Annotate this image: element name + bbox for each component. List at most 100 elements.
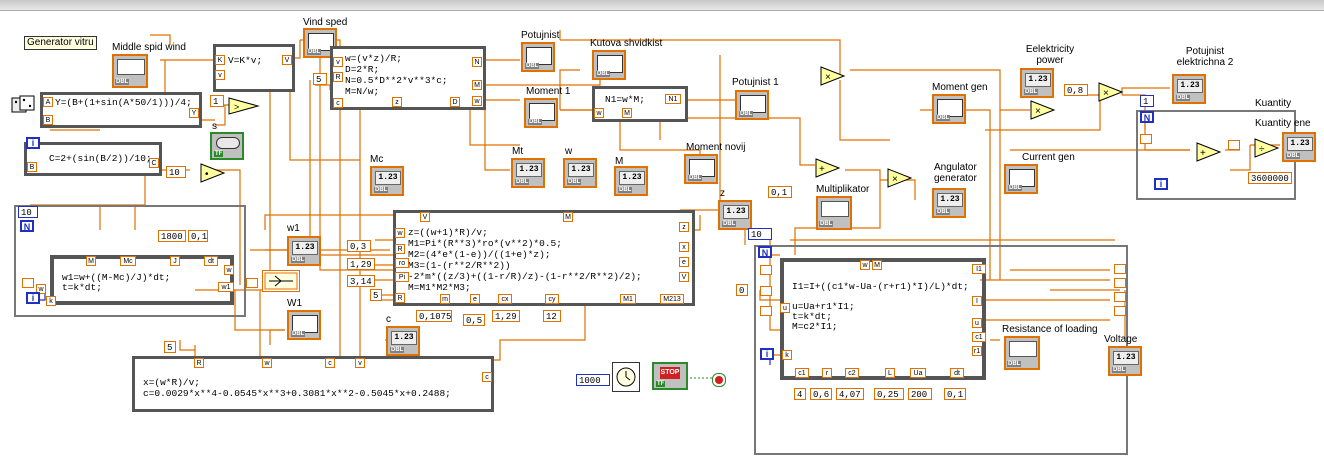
const-J[interactable]: 1800 <box>158 230 186 242</box>
formula-node-wvz[interactable]: w=(v*z)/R; D=2*R; N=0.5*D**2*v**3*c; M=N… <box>330 46 486 110</box>
shift-register-gen-r4 <box>1114 306 1126 316</box>
middle-spid-wind-slider[interactable]: DBL <box>112 54 148 88</box>
const-wait[interactable]: 1000 <box>576 374 610 386</box>
terminal-R-2: R <box>395 244 405 254</box>
formula-i1: I1=I+((c1*w-Ua-(r+r1)*I)/L)*dt; u=Ua+r1*… <box>792 281 969 332</box>
select-icon <box>262 270 300 292</box>
terminal-c1-bottom: c1 <box>795 368 809 378</box>
svg-text:×: × <box>825 72 831 83</box>
const-hours[interactable]: 3600000 <box>1248 172 1292 184</box>
terminal-w: w <box>224 265 234 275</box>
mt-label: Mt <box>512 146 524 157</box>
const-ten-a[interactable]: 10 <box>166 166 186 178</box>
terminal-v-3: v <box>355 358 365 368</box>
terminal-Mc: Mc <box>120 256 136 266</box>
svg-text:>: > <box>234 102 239 112</box>
const-v1[interactable]: 0,3 <box>347 240 371 252</box>
formula-node-z[interactable]: z=((w+1)*R)/v; M1=Pi*(R**3)*ro*(v**2)*0.… <box>393 210 695 306</box>
terminal-I1: I1 <box>972 264 986 274</box>
const-zero[interactable]: 0 <box>736 284 748 296</box>
divide-icon: ÷ <box>1254 138 1280 158</box>
const-Ua[interactable]: 200 <box>908 388 932 400</box>
z-label: z <box>720 188 725 199</box>
terminal-w1: w1 <box>218 282 234 292</box>
terminal-M: M <box>472 80 482 90</box>
const-one[interactable]: 1 <box>210 95 224 107</box>
c-label: c <box>386 314 391 325</box>
const-c1[interactable]: 4 <box>794 388 806 400</box>
multiply-icon-3: × <box>887 168 913 188</box>
generator-vitru-tag: Generator vitru <box>24 36 97 50</box>
const-zero-eight[interactable]: 0,8 <box>1064 84 1088 96</box>
const-five-a[interactable]: 5 <box>313 73 327 85</box>
formula-node-c2[interactable]: C=2+(sin(B/2))/10; <box>24 142 162 176</box>
formula-node-vkv[interactable]: V=K*v; <box>213 44 295 92</box>
const-five-c[interactable]: 5 <box>164 341 176 353</box>
terminal-u-in: u <box>780 303 790 313</box>
voltage-label: Voltage <box>1104 334 1138 345</box>
moment1-label: Moment 1 <box>526 86 571 97</box>
const-v6[interactable]: 12 <box>543 310 561 322</box>
svg-text:+: + <box>1200 148 1206 159</box>
const-dt2[interactable]: 0,1 <box>944 388 966 400</box>
wait-timer-icon <box>612 362 640 392</box>
terminal-J: J <box>170 256 180 266</box>
const-r[interactable]: 0,6 <box>810 388 832 400</box>
const-v4[interactable]: 0,5 <box>463 314 485 326</box>
const-v3[interactable]: 3,14 <box>347 275 375 287</box>
const-m[interactable]: 0,1075 <box>416 310 452 322</box>
terminal-K: K <box>215 55 225 65</box>
const-v2[interactable]: 1,29 <box>347 258 375 270</box>
terminal-R-4: R <box>194 358 204 368</box>
terminal-w-left: w <box>36 284 46 294</box>
const-five-b[interactable]: 5 <box>370 289 382 301</box>
shift-register-gen-r2 <box>1114 278 1126 288</box>
terminal-r1: r1 <box>972 346 982 356</box>
terminal-c-2: c <box>325 358 335 368</box>
shift-register-right <box>246 278 258 288</box>
terminal-m: m <box>440 294 450 304</box>
multiplikator-label: Multiplikator <box>816 184 870 195</box>
terminal-k-2: k <box>782 350 792 360</box>
terminal-c: c <box>333 98 343 108</box>
formula-node-x[interactable]: x=(w*R)/v; c=0.0029*x**4-0.0545*x**3+0.3… <box>132 356 494 412</box>
const-ten-c[interactable]: 10 <box>748 228 772 240</box>
angulator-generator-label: Angulator generator <box>934 162 977 184</box>
resistance-of-loading-slider[interactable]: DBL <box>1004 336 1040 370</box>
formula-node-y[interactable]: Y=(B+(1+sin(A*50/1)))/4; <box>40 92 202 128</box>
shift-register-gen-3 <box>760 306 772 316</box>
stop-button[interactable]: STOP TF <box>652 362 688 390</box>
terminal-dt-2: dt <box>950 368 964 378</box>
const-L[interactable]: 0,25 <box>874 388 904 400</box>
terminal-r: r <box>822 368 832 378</box>
const-loop-count-1[interactable]: 1 <box>1140 95 1154 107</box>
add-icon-2: + <box>1196 142 1222 162</box>
const-v5[interactable]: 1,29 <box>492 310 520 322</box>
terminal-L: L <box>885 368 895 378</box>
loop-count-N-3: N <box>758 246 772 258</box>
slider-icon <box>117 59 145 75</box>
w-label: w <box>565 146 573 157</box>
const-c2[interactable]: 4,07 <box>836 388 864 400</box>
const-dt[interactable]: 0,1 <box>188 230 208 242</box>
compare-icon: > <box>228 97 260 115</box>
current-gen-graph: DBL <box>1004 164 1038 194</box>
const-zero-one[interactable]: 0,1 <box>768 186 792 198</box>
potujnist-elektrichna2-label: Potujnist elektrichna 2 <box>1176 46 1234 68</box>
const-ten-b[interactable]: 10 <box>18 206 38 218</box>
terminal-w-3: w <box>594 108 604 118</box>
resistance-of-loading-label: Resistance of loading <box>1002 324 1098 335</box>
formula-node-n1[interactable]: N1=w*M; <box>592 86 688 122</box>
terminal-R: R <box>333 72 343 82</box>
moment-novij-graph: DBL <box>684 154 718 184</box>
moment-novij-label: Moment novij <box>686 142 746 153</box>
multiplikator-slider[interactable]: DBL <box>816 196 852 230</box>
